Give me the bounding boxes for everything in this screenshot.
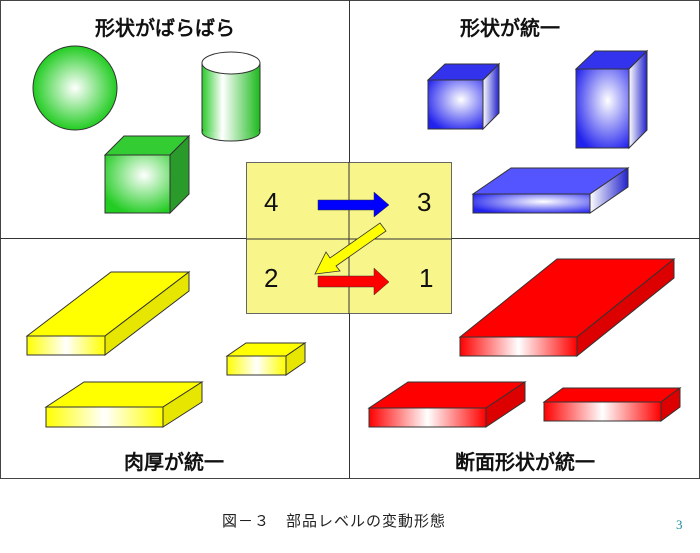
green-cylinder — [201, 51, 261, 142]
shapes-layer — [25, 45, 682, 428]
red-large-plate — [458, 257, 676, 358]
quadrant-title-bottom-right: 断面形状が統一 — [455, 450, 595, 474]
yellow-medium-plate — [44, 381, 204, 428]
arrows-layer — [246, 162, 452, 314]
number-4: 4 — [264, 187, 279, 217]
number-2: 2 — [264, 263, 279, 293]
quadrant-title-bottom-left: 肉厚が統一 — [124, 450, 224, 474]
yellow-small-block — [225, 342, 307, 376]
red-arrow-icon — [317, 267, 390, 296]
red-small-plate — [542, 387, 682, 422]
number-3: 3 — [417, 187, 432, 217]
quadrant-title-top-left: 形状がばらばら — [95, 16, 235, 40]
green-cube — [103, 134, 191, 215]
blue-flat-slab — [471, 167, 630, 214]
quadrant-title-top-right: 形状が統一 — [460, 16, 560, 40]
yellow-arrow-icon — [314, 222, 387, 275]
blue-tall-box — [574, 49, 649, 150]
yellow-large-plate — [25, 270, 191, 357]
blue-cube — [426, 62, 501, 131]
page-number: 3 — [676, 517, 683, 532]
figure-caption: 図－３ 部品レベルの変動形態 — [222, 512, 447, 530]
green-sphere — [32, 45, 118, 131]
blue-arrow-icon — [317, 191, 390, 218]
number-1: 1 — [419, 263, 434, 293]
red-medium-plate — [367, 381, 527, 428]
center-legend-panel: 4 3 2 1 — [246, 162, 452, 314]
